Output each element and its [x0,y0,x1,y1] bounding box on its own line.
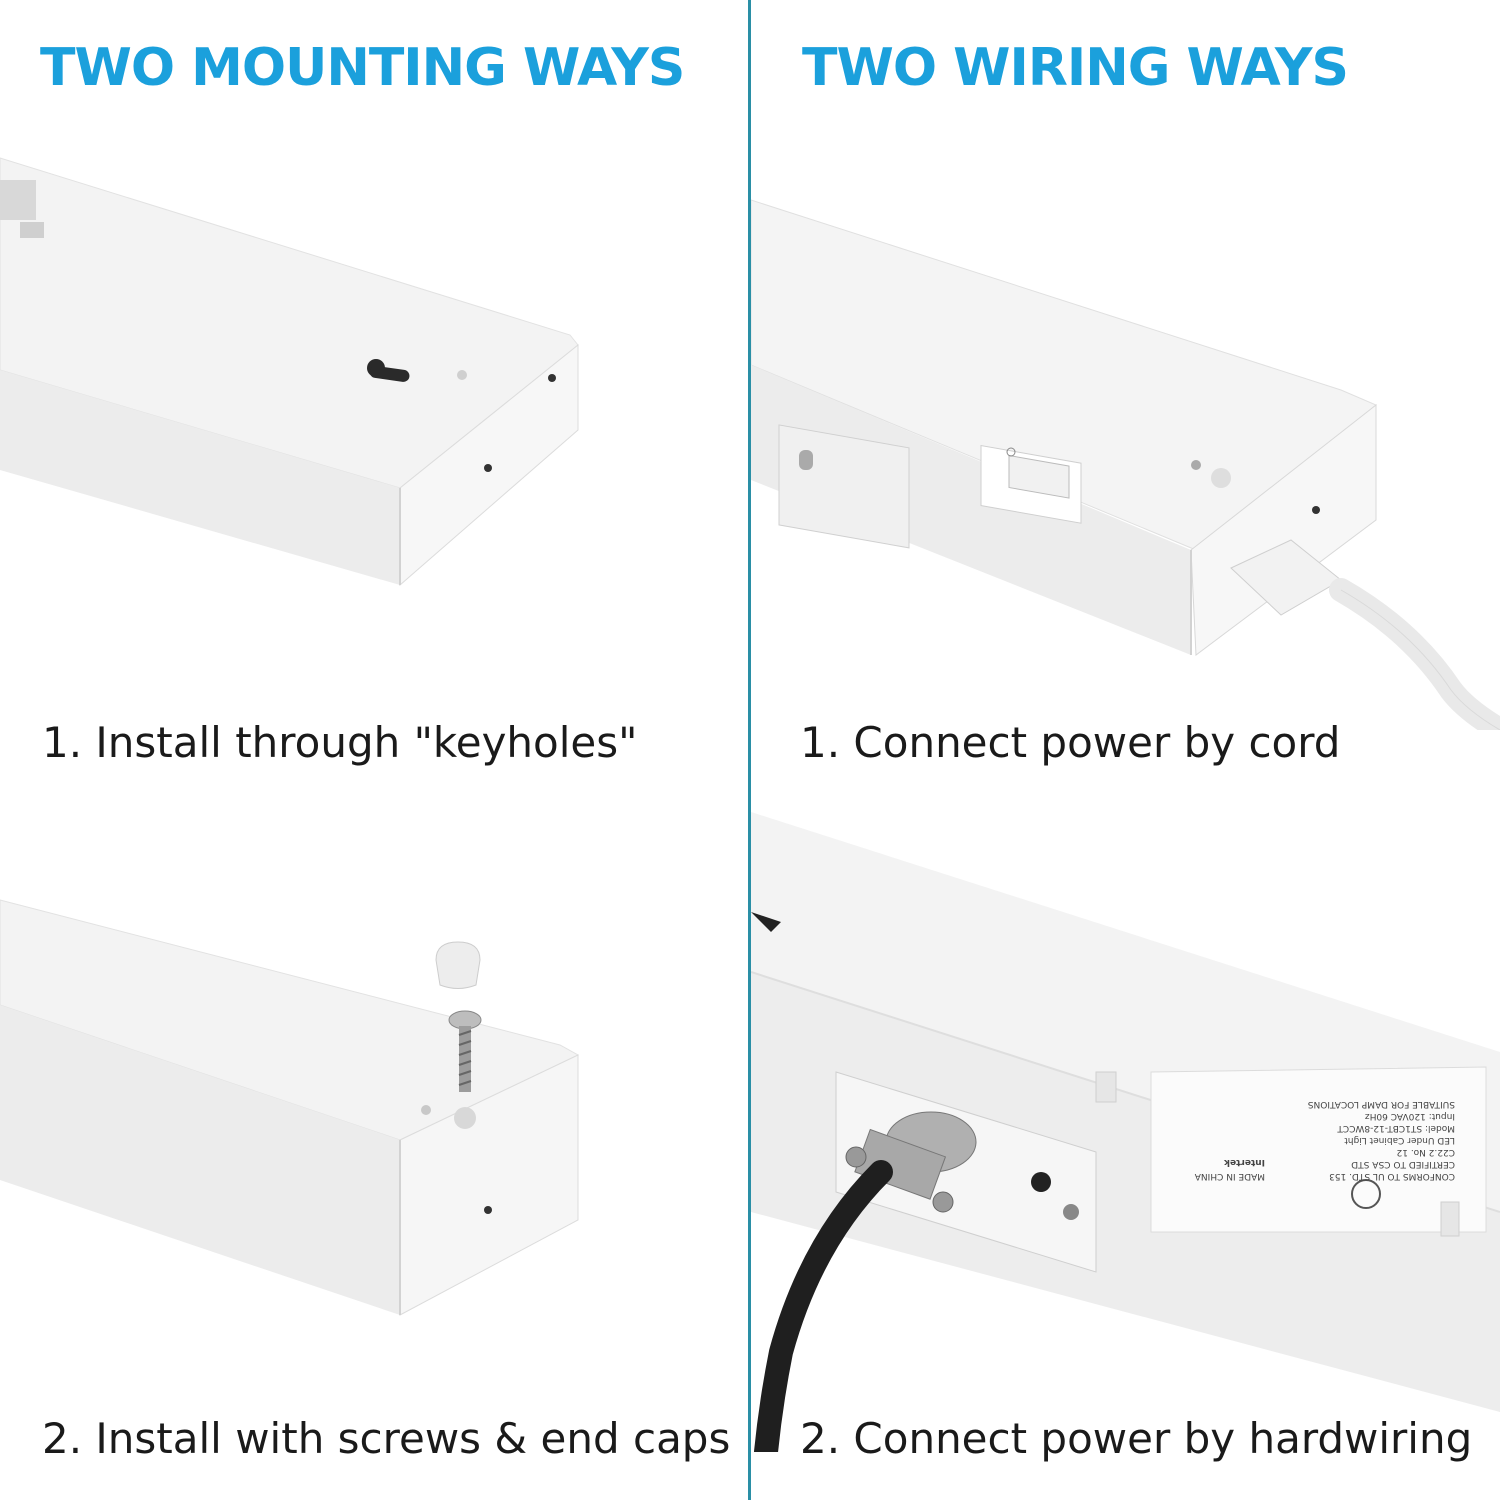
label-line-5: Model: ST1CBT-12-8WCCT [1337,1123,1455,1133]
screw-icon [448,1010,482,1092]
keyhole-icon [367,359,410,382]
label-line-4: LED Under Cabinet Light [1344,1135,1455,1145]
certification-logo-icon [1351,1179,1381,1209]
hardwire-connection-photo: CONFORMS TO UL STD. 153 CERTIFIED TO CSA… [751,812,1500,1452]
wiring-step-1: 1. Connect power by cord [800,718,1341,767]
wiring-step-2: 2. Connect power by hardwiring [800,1414,1473,1463]
screw-mount-photo [0,899,580,1316]
power-switch-icon [980,444,1082,524]
mounting-heading: TWO MOUNTING WAYS [40,38,685,98]
end-cap-icon [435,941,481,989]
wiring-heading: TWO WIRING WAYS [802,38,1349,98]
cord-connection-photo [751,199,1500,730]
mounting-step-2: 2. Install with screws & end caps [42,1414,731,1463]
label-line-2: CERTIFIED TO CSA STD [1351,1159,1455,1169]
label-line-7: SUITABLE FOR DAMP LOCATIONS [1308,1099,1455,1109]
product-label: CONFORMS TO UL STD. 153 CERTIFIED TO CSA… [1150,1066,1487,1233]
label-brand: Intertek [1223,1157,1265,1167]
cable-connector-icon [845,1111,977,1213]
mounting-step-1: 1. Install through "keyholes" [42,718,638,767]
label-line-8: MADE IN CHINA [1194,1171,1265,1181]
label-line-1: CONFORMS TO UL STD. 153 [1329,1171,1455,1181]
label-line-3: C22.2 No. 12 [1397,1147,1455,1157]
keyhole-mount-photo [0,157,579,587]
power-cord-icon [1230,539,1500,730]
center-divider [748,0,751,1500]
label-line-6: Input: 120VAC 60Hz [1365,1111,1455,1121]
